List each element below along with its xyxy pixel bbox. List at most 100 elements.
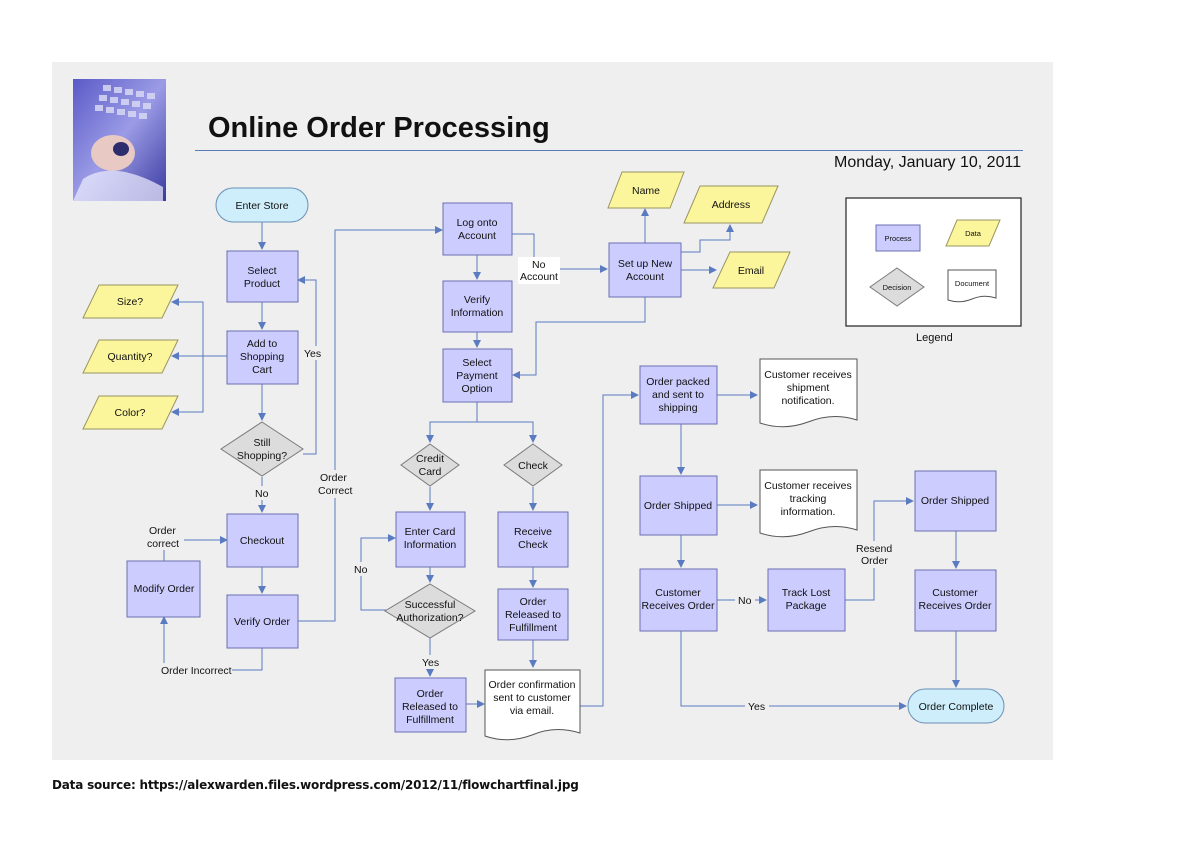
node-address: Address [683,185,779,224]
legend-document: Document [947,269,997,303]
svg-text:Account: Account [458,230,496,242]
svg-text:Receives Order: Receives Order [642,600,715,612]
svg-text:Log onto: Log onto [457,217,498,229]
svg-text:Customer: Customer [932,587,978,599]
node-tracking-information: Customer receives tracking information. [759,469,858,538]
edge-still-select [297,276,317,455]
svg-text:Receives Order: Receives Order [919,600,992,612]
node-order-packed: Order packed and sent to shipping [639,365,718,425]
label-resend-1: Resend [856,543,892,555]
edge-setup-address [681,224,734,253]
svg-text:Fulfillment: Fulfillment [406,714,454,726]
node-customer-receives-1: Customer Receives Order [639,568,718,632]
label-order-correct-verify-1: Order [320,472,347,484]
node-verify-information: Verify Information [442,280,513,333]
svg-text:Information: Information [451,307,504,319]
node-order-complete: Order Complete [907,688,1005,724]
svg-text:Cart: Cart [252,364,272,376]
svg-text:Check: Check [518,539,549,551]
diagram-board [52,62,1053,760]
edge-payment-check [477,421,537,443]
edge-labels: Yes No Order correct Order Incorrect Ord… [144,257,896,713]
label-yes-received: Yes [748,701,765,713]
page-title: Online Order Processing [208,112,550,144]
svg-text:Quantity?: Quantity? [108,351,153,363]
edge-payment-split [426,402,478,443]
node-customer-receives-2: Customer Receives Order [914,569,997,632]
node-log-onto-account: Log onto Account [442,202,513,256]
svg-text:Order Complete: Order Complete [919,701,994,713]
data-source-note: Data source: https://alexwarden.files.wo… [52,778,579,792]
svg-text:Verify Order: Verify Order [234,616,291,628]
edge-add-color [171,356,204,416]
svg-text:Released to: Released to [505,609,561,621]
label-resend-2: Order [861,555,888,567]
date-label: Monday, January 10, 2011 [834,154,1022,171]
svg-text:Enter Store: Enter Store [235,200,288,212]
edge-add-size [171,298,227,357]
svg-text:Authorization?: Authorization? [396,612,463,624]
label-yes-still: Yes [304,348,321,360]
node-released-fulfillment-check: Order Released to Fulfillment [497,588,569,641]
label-order-correct-verify-2: Correct [318,485,353,497]
label-order-incorrect: Order Incorrect [161,665,232,677]
node-email: Email [712,251,791,289]
node-select-payment: Select Payment Option [442,348,513,403]
svg-text:Name: Name [632,185,660,197]
node-color: Color? [82,395,179,430]
edge-verify-log [298,226,443,622]
svg-text:Order Shipped: Order Shipped [921,495,989,507]
edge-log-setup [512,233,608,273]
legend-process: Process [875,224,921,252]
svg-text:shipping: shipping [658,402,697,414]
svg-text:Email: Email [738,265,764,277]
svg-text:Package: Package [786,600,827,612]
node-enter-card: Enter Card Information [395,511,466,568]
svg-text:Color?: Color? [115,407,146,419]
svg-text:Shopping?: Shopping? [237,450,287,462]
svg-text:Information: Information [404,539,457,551]
svg-text:Checkout: Checkout [240,535,284,547]
svg-text:Card: Card [419,466,442,478]
svg-text:Order packed: Order packed [646,376,710,388]
node-name: Name [607,171,685,209]
svg-text:Order: Order [417,688,444,700]
svg-text:Check: Check [518,460,549,472]
svg-text:Credit: Credit [416,453,444,465]
node-shipment-notification: Customer receives shipment notification. [759,358,858,428]
node-order-shipped-1: Order Shipped [639,475,718,536]
label-yes-auth: Yes [422,657,439,669]
label-no-received: No [738,595,752,607]
svg-text:Enter Card: Enter Card [405,526,456,538]
node-track-lost-package: Track Lost Package [767,568,846,632]
svg-text:Customer receives: Customer receives [764,369,852,381]
keyboard-photo [73,79,166,201]
edge-customer-complete [680,631,907,710]
node-verify-order: Verify Order [226,594,299,649]
svg-text:Track Lost: Track Lost [782,587,831,599]
svg-text:Account: Account [626,271,664,283]
node-quantity: Quantity? [82,339,179,374]
node-select-product: Select Product [226,250,299,303]
node-add-to-cart: Add to Shopping Cart [226,330,299,385]
svg-text:Option: Option [462,383,493,395]
node-released-fulfillment-card: Order Released to Fulfillment [394,677,467,733]
svg-text:Fulfillment: Fulfillment [509,622,557,634]
node-size: Size? [82,284,179,319]
svg-text:via email.: via email. [510,705,554,717]
svg-text:Set up New: Set up New [618,258,673,270]
svg-text:shipment: shipment [787,382,830,394]
label-order-correct-1: Order [149,525,176,537]
svg-text:Document: Document [955,279,990,288]
edge-confirm-packed [580,391,639,707]
node-set-up-account: Set up New Account [608,242,682,298]
svg-text:Add to: Add to [247,338,278,350]
svg-text:Process: Process [884,234,911,243]
svg-text:information.: information. [781,506,836,518]
connectors [160,208,960,710]
label-no-auth: No [354,564,368,576]
svg-text:and sent to: and sent to [652,389,704,401]
node-credit-card: Credit Card [400,443,460,487]
svg-text:notification.: notification. [781,395,834,407]
